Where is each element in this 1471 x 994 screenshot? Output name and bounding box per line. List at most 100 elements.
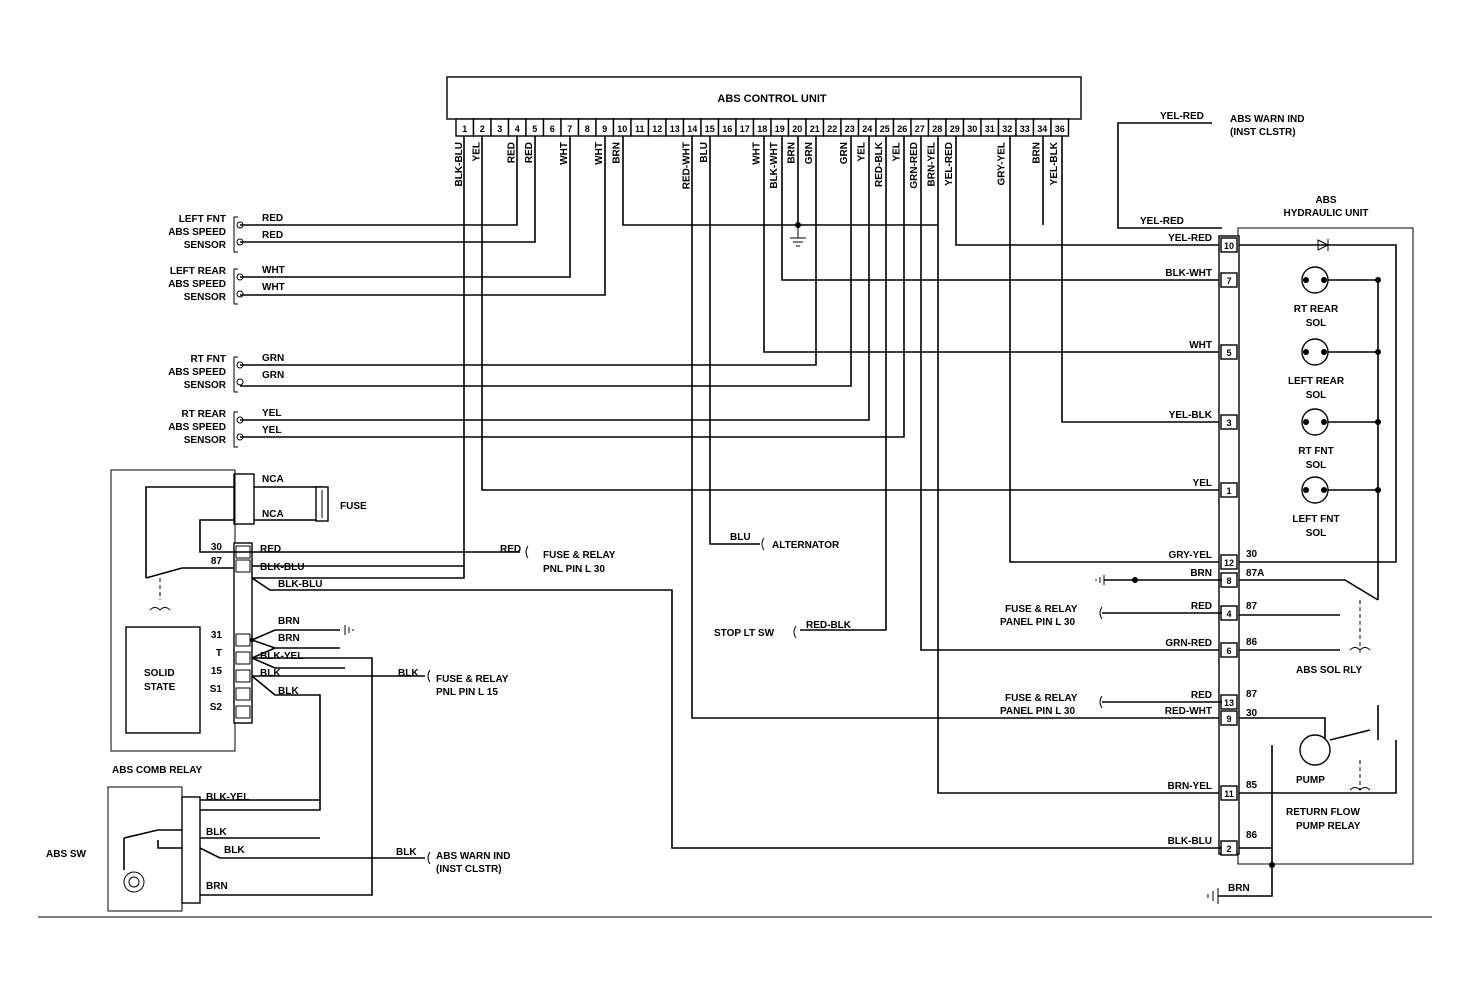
frl-2-line2: PNL PIN L 15 [436,687,498,698]
solid-state-2: STATE [144,682,176,693]
hydraulic-pin-number: 10 [1224,241,1234,251]
control-unit-pin-number: 19 [775,124,785,134]
control-unit-wire-color: BLK-WHT [769,142,780,189]
sensor-label-line: SENSOR [184,435,227,446]
comb-relay-pin-label: T [216,648,222,659]
abs-sw-label: ABS SW [46,849,87,860]
hydraulic-pin-number: 11 [1224,789,1234,799]
stop-lt-sw-label: STOP LT SW [714,628,775,639]
control-unit-pin-number: 9 [602,124,607,134]
fuse-relay-right: FUSE & RELAY PANEL PIN L 30 FUSE & RELAY… [1000,604,1222,717]
solenoid-label-line: LEFT REAR [1288,376,1345,387]
sensor-label-line: RT FNT [190,354,226,365]
hydraulic-pin-wire: RED [1191,601,1212,612]
comb-relay-wire-color: BRN [278,633,300,644]
sol-relay-label: ABS SOL RLY [1296,665,1362,676]
sensor-wire-color: WHT [262,265,285,276]
frl-1-line1: FUSE & RELAY [543,550,616,561]
hydraulic-pin-wire: BRN-YEL [1168,781,1212,792]
hyd-title-2: HYDRAULIC UNIT [1284,208,1369,219]
pump-relay-line2: PUMP RELAY [1296,821,1361,832]
control-unit-pin-number: 34 [1037,124,1047,134]
comb-relay-wire-color: BLK-BLU [278,579,322,590]
sensor-label-line: ABS SPEED [168,279,226,290]
hydraulic-pin-wire: RED [1191,690,1212,701]
control-unit-wire-color: BRN [611,142,622,164]
hydraulic-pin [1220,482,1238,498]
fuse: FUSE NCA NCA [233,473,367,525]
relay-terminal-label: 30 [1246,708,1258,719]
comb-relay-pin-label: S1 [210,684,223,695]
control-unit-pin-number: 3 [497,124,502,134]
control-unit-wire-color: RED-BLK [874,141,885,187]
control-unit-pin-number: 11 [635,124,645,134]
solenoid-label-line: SOL [1306,528,1327,539]
control-unit-wire-color: YEL [471,142,482,161]
hydraulic-pin-wire: RED-WHT [1165,706,1212,717]
comb-relay-pin-label: 31 [211,630,223,641]
control-unit-pin-number: 24 [862,124,872,134]
control-unit-title: ABS CONTROL UNIT [717,93,826,105]
abs-warn-top-line1: ABS WARN IND [1230,114,1304,125]
comb-relay-pin-label: S2 [210,702,223,713]
hydraulic-pin-number: 12 [1224,558,1234,568]
sensor-wire-color: WHT [262,282,285,293]
hydraulic-pin-wire: GRN-RED [1165,638,1212,649]
relay-terminal-label: 87 [1246,601,1258,612]
control-unit-wire-color: YEL [891,142,902,161]
sensor-label-line: SENSOR [184,380,227,391]
solenoid-label-line: SOL [1306,318,1327,329]
comb-relay-wire-color: BLK [260,668,281,679]
abs-warn-bottom-line1: ABS WARN IND [436,851,510,862]
abs-hydraulic-unit: ABS HYDRAULIC UNIT 10YEL-RED7BLK-WHT5WHT… [1095,195,1414,904]
control-unit-wires [240,136,1222,794]
control-unit-wire-color: WHT [559,142,570,165]
relay-terminal-label: 85 [1246,780,1258,791]
hydraulic-pin-wire: YEL-BLK [1169,410,1213,421]
solenoid-label-line: LEFT FNT [1292,514,1339,525]
control-unit-pin-number: 1 [462,124,467,134]
comb-relay-wire-color: BLK-BLU [260,562,304,573]
comb-relay-wire-color: RED [260,544,281,555]
frl-2-line1: FUSE & RELAY [436,674,509,685]
hydraulic-pin-number: 1 [1226,486,1231,496]
hyd-ground-wire: BRN [1228,883,1250,894]
hydraulic-pin-number: 3 [1226,418,1231,428]
frr-1-line1: FUSE & RELAY [1005,604,1078,615]
hydraulic-pin-wire: BLK-BLU [1168,836,1212,847]
comb-relay-title: ABS COMB RELAY [112,765,203,776]
stop-lt-sw-wire: RED-BLK [806,620,852,631]
hydraulic-pin-wire: WHT [1189,340,1212,351]
fuse-nca-2: NCA [262,509,284,520]
pump-label: PUMP [1296,775,1325,786]
solenoid-label-line: SOL [1306,460,1327,471]
hydraulic-pin [1220,344,1238,360]
abs-warn-ind-top: YEL-RED ABS WARN IND (INST CLSTR) YEL-RE… [1117,111,1304,229]
solenoid-label-line: SOL [1306,390,1327,401]
sensor-label-line: ABS SPEED [168,367,226,378]
control-unit-pin-number: 33 [1020,124,1030,134]
control-unit-pin [1050,118,1070,137]
abs-sw-w3: BLK [224,845,245,856]
control-unit-wire-color: YEL-RED [944,142,955,186]
sensor-label-line: ABS SPEED [168,422,226,433]
hydraulic-pin-wire: BLK-WHT [1165,268,1212,279]
control-unit-pin-number: 8 [585,124,590,134]
sensor-label-line: LEFT REAR [170,266,227,277]
fuse-relay-left: RED FUSE & RELAY PNL PIN L 30 BLK FUSE &… [398,544,616,698]
control-unit-pin-number: 31 [985,124,995,134]
control-unit-wire-color: GRN-RED [909,142,920,189]
control-unit-pin-number: 18 [757,124,767,134]
solenoid-label-line: RT FNT [1298,446,1334,457]
pump-relay-line1: RETURN FLOW [1286,807,1360,818]
hydraulic-pin-number: 6 [1226,646,1231,656]
